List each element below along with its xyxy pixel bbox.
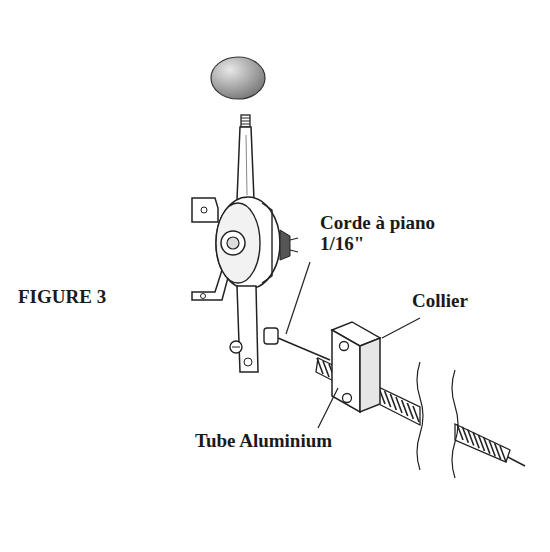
mount-bracket xyxy=(192,198,218,222)
part-label: Corde à piano 1/16" xyxy=(318,212,472,254)
part-label: Collier xyxy=(410,290,470,311)
lever-arm xyxy=(237,127,254,200)
knob-ball xyxy=(211,57,265,99)
pivot-hub xyxy=(216,197,280,289)
leader-line xyxy=(318,388,338,428)
lower-arm xyxy=(237,286,258,372)
part-label: Tube Aluminium xyxy=(193,430,334,451)
leader-line xyxy=(286,262,310,334)
break-line xyxy=(417,362,423,470)
figure-number: FIGURE 3 xyxy=(16,286,108,307)
piano-wire xyxy=(278,338,330,360)
leader-line xyxy=(382,318,420,338)
break-line xyxy=(452,370,458,478)
